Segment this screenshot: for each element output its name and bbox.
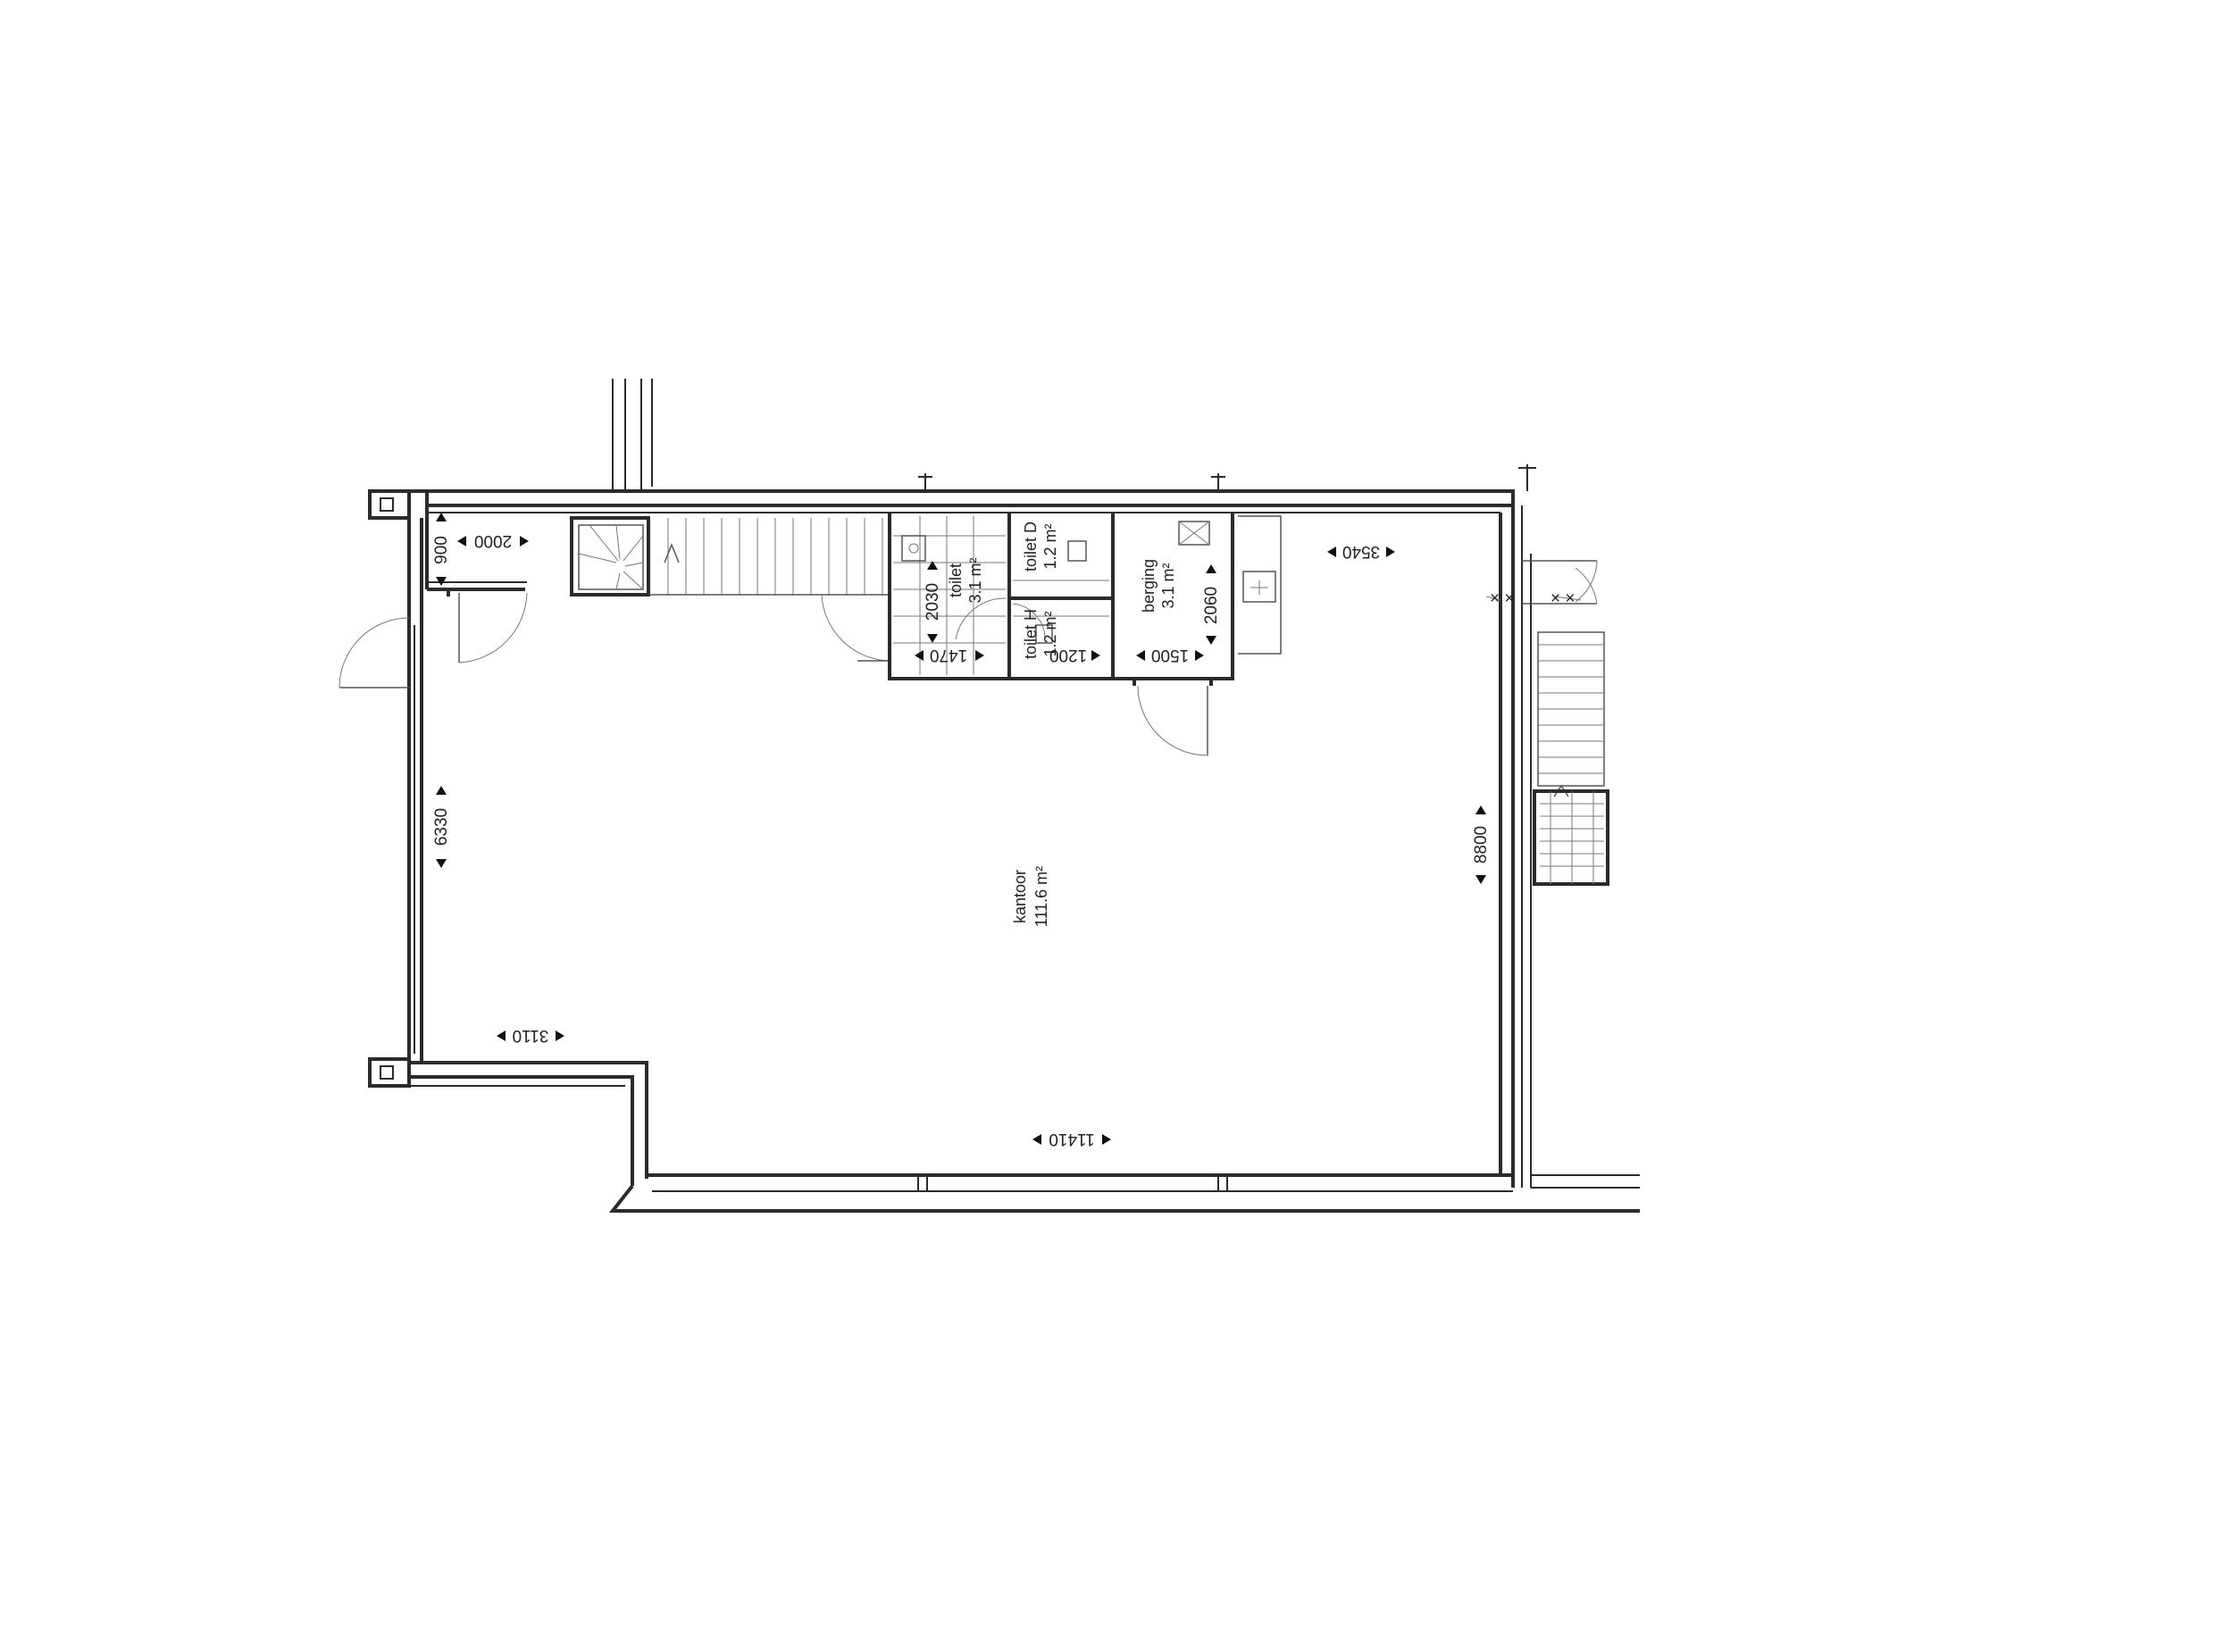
room-kantoor-area: 111.6 m² bbox=[1032, 866, 1050, 927]
top-left-column bbox=[368, 489, 411, 520]
room-toilet-h-name: toilet H bbox=[1022, 609, 1040, 659]
dim-total-width: 11410 bbox=[1049, 1130, 1094, 1148]
bottom-left-column bbox=[368, 1057, 411, 1088]
dim-berging-width: 1500 bbox=[1151, 646, 1189, 664]
room-toilet-d-area: 1.2 m² bbox=[1041, 523, 1059, 569]
room-toilet-h-area: 1.2 m² bbox=[1041, 611, 1059, 656]
outer-walls bbox=[368, 379, 1640, 1213]
room-toilet-area: 3.1 m² bbox=[966, 557, 984, 603]
staircase bbox=[570, 516, 890, 662]
pantry-unit bbox=[1238, 515, 1282, 655]
dim-left-height: 6330 bbox=[432, 808, 451, 846]
room-labels: kantoor 111.6 m² toilet 3.1 m² toilet D … bbox=[947, 521, 1177, 927]
dim-entry-depth: 900 bbox=[432, 536, 451, 564]
berging-room bbox=[1111, 513, 1234, 756]
dim-toilet-depth: 2030 bbox=[924, 583, 942, 621]
meter-box-icon bbox=[1178, 521, 1210, 546]
dim-right-height: 8800 bbox=[1472, 826, 1491, 864]
dim-berging-depth: 2060 bbox=[1202, 587, 1221, 624]
dim-upper-right-width: 3540 bbox=[1342, 542, 1380, 561]
room-berging-name: berging bbox=[1140, 559, 1158, 613]
dim-toilet-width: 1470 bbox=[930, 646, 967, 664]
exterior-right: × × × × bbox=[1485, 560, 1609, 886]
dim-entry-width: 2000 bbox=[474, 531, 512, 550]
sink-icon bbox=[1242, 571, 1276, 603]
entry-area bbox=[339, 505, 528, 688]
room-toilet-d-name: toilet D bbox=[1022, 521, 1040, 572]
dim-left-bottom-width: 3110 bbox=[513, 1026, 549, 1045]
dimensions: 2000 900 2030 1470 1200 2060 1500 bbox=[432, 513, 1491, 1148]
room-berging-area: 3.1 m² bbox=[1159, 563, 1177, 608]
svg-text:× ×: × × bbox=[1490, 589, 1514, 608]
room-kantoor-name: kantoor bbox=[1011, 870, 1029, 923]
room-toilet-name: toilet bbox=[947, 563, 965, 597]
dim-toilet-h-width: 1200 bbox=[1049, 646, 1087, 664]
svg-text:× ×: × × bbox=[1550, 589, 1575, 608]
